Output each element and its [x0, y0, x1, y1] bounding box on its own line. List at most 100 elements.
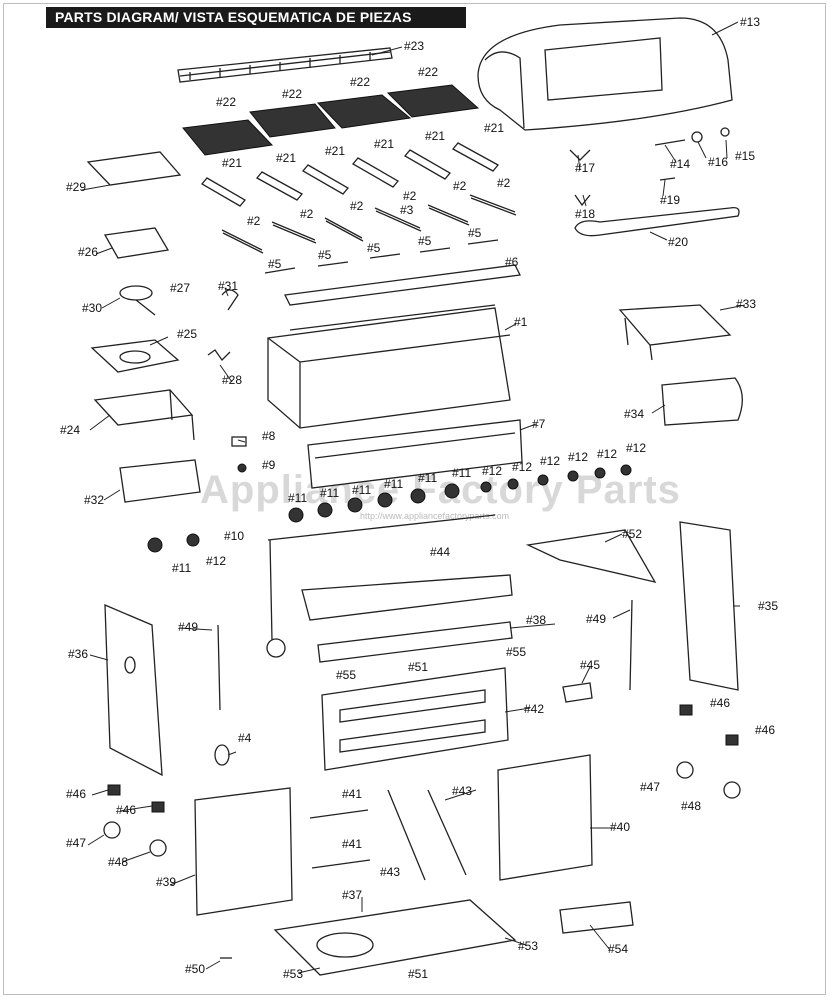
callout-11d: #11 [352, 483, 371, 497]
callout-11a: #11 [452, 466, 471, 480]
callout-2b: #2 [497, 176, 511, 190]
callout-12c: #12 [568, 450, 588, 464]
callout-46c: #46 [66, 787, 86, 801]
callout-17: #17 [575, 161, 595, 175]
callout-41a: #41 [342, 787, 362, 801]
callout-35: #35 [758, 599, 778, 613]
part-clips [207, 289, 239, 362]
callout-50: #50 [185, 962, 205, 976]
callout-55a: #55 [506, 645, 526, 659]
callout-13: #13 [740, 15, 760, 29]
callout-5d: #5 [418, 234, 432, 248]
part-hardware [569, 127, 730, 207]
callout-21c: #21 [374, 137, 394, 151]
callout-5a: #5 [268, 257, 282, 271]
callout-43a: #43 [452, 784, 472, 798]
callout-37: #37 [342, 888, 362, 902]
watermark-url: http://www.appliancefactoryparts.com [360, 511, 510, 521]
callout-53a: #53 [518, 939, 538, 953]
part-lid [477, 17, 733, 131]
callout-16: #16 [708, 155, 728, 169]
part-panel-29 [86, 151, 182, 186]
part-side-shelf [618, 304, 732, 361]
part-knobs [147, 464, 632, 553]
callout-55b: #55 [336, 668, 356, 682]
callout-47a: #47 [640, 780, 660, 794]
callout-7: #7 [532, 417, 546, 431]
callout-12d: #12 [540, 454, 560, 468]
callout-22c: #22 [350, 75, 370, 89]
callout-25: #25 [177, 327, 197, 341]
leader-lines [81, 21, 746, 974]
callout-5c: #5 [367, 241, 381, 255]
part-igniter [231, 436, 247, 473]
callout-40: #40 [610, 820, 630, 834]
part-door-handles [309, 809, 371, 869]
callout-51a: #51 [408, 660, 428, 674]
callout-2d: #2 [350, 199, 364, 213]
part-ring [214, 744, 230, 766]
part-bottom-shelf [273, 899, 517, 976]
part-front-panel [321, 667, 509, 771]
part-control-panel [307, 419, 523, 489]
callout-15: #15 [735, 149, 755, 163]
callout-22d: #22 [418, 65, 438, 79]
part-left-side-panel [104, 604, 163, 777]
callout-53b: #53 [283, 967, 303, 981]
callout-6: #6 [505, 255, 519, 269]
callout-21a: #21 [484, 121, 504, 135]
callout-8: #8 [262, 429, 276, 443]
callout-3: #3 [400, 203, 414, 217]
callout-45: #45 [580, 658, 600, 672]
callout-28: #28 [222, 373, 242, 387]
callout-52: #52 [622, 527, 642, 541]
callout-12a: #12 [626, 441, 646, 455]
callout-2a: #2 [453, 179, 467, 193]
part-right-door [497, 754, 593, 881]
callout-18: #18 [575, 207, 595, 221]
callout-36: #36 [68, 647, 88, 661]
callout-39: #39 [156, 875, 176, 889]
callout-21e: #21 [276, 151, 296, 165]
part-rail [284, 264, 521, 306]
part-drip-cup [562, 682, 593, 703]
part-side-housing [93, 389, 195, 441]
page-title: PARTS DIAGRAM/ VISTA ESQUEMATICA DE PIEZ… [46, 7, 466, 28]
callout-44: #44 [430, 545, 450, 559]
callout-21d: #21 [325, 144, 345, 158]
callout-19: #19 [660, 193, 680, 207]
part-brackets [264, 239, 499, 274]
part-warming-rack [177, 47, 393, 83]
callout-21b: #21 [425, 129, 445, 143]
callout-32: #32 [84, 493, 104, 507]
callout-26: #26 [78, 245, 98, 259]
callout-12f: #12 [482, 464, 502, 478]
part-block-54 [559, 901, 634, 934]
part-side-burner-box [90, 339, 180, 373]
callout-2f: #2 [247, 214, 261, 228]
part-right-side-panel [679, 521, 739, 691]
callout-41b: #41 [342, 837, 362, 851]
callout-31: #31 [218, 279, 238, 293]
part-door-rods [387, 789, 467, 881]
callout-11f: #11 [288, 491, 307, 505]
callout-labels: #13 #23 #22 #22 #22 #22 #21 #21 #21 #21 … [60, 15, 778, 981]
callout-43b: #43 [380, 865, 400, 879]
part-burners [221, 194, 517, 254]
part-side-lid [661, 377, 743, 426]
callout-24: #24 [60, 423, 80, 437]
callout-29: #29 [66, 180, 86, 194]
part-side-grate [103, 227, 170, 259]
callout-1: #1 [514, 315, 528, 329]
part-shelf-52 [525, 529, 657, 583]
part-rods [217, 599, 633, 711]
callout-49b: #49 [178, 620, 198, 634]
callout-11g: #11 [172, 561, 191, 575]
callout-48b: #48 [108, 855, 128, 869]
callout-48a: #48 [681, 799, 701, 813]
callout-23: #23 [404, 39, 424, 53]
part-manifold [266, 514, 496, 658]
callout-34: #34 [624, 407, 644, 421]
part-firebox [267, 304, 511, 429]
callout-12e: #12 [512, 460, 532, 474]
